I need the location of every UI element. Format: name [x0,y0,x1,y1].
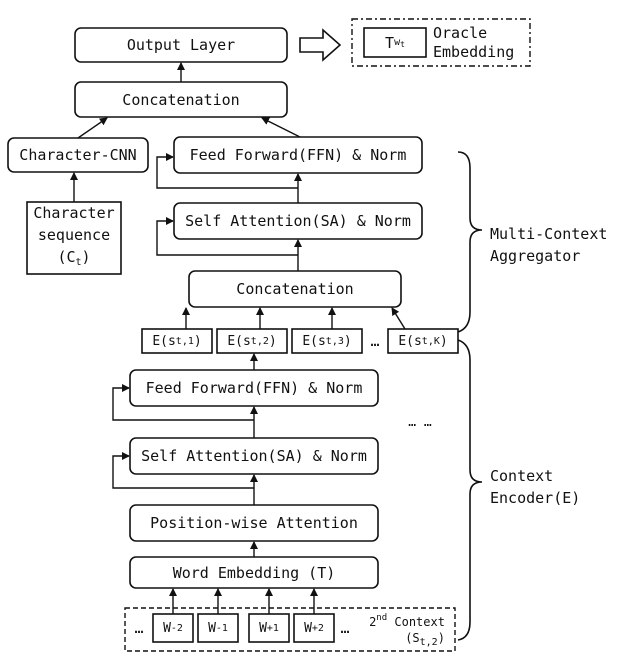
context-outputs-ellipsis: … [370,332,380,350]
multi-context-aggregator-label: Multi-Context Aggregator [490,225,608,265]
ffn-encoder-label: Feed Forward(FFN) & Norm [145,379,363,397]
char-seq-line1: Character [33,204,115,222]
context-output-box-k [387,328,459,354]
word-box-3 [248,613,290,643]
second-context-label: 2nd Context (St,2) [369,612,445,648]
word-box-2 [197,613,239,643]
context-encoder-label: Context Encoder(E) [490,467,581,507]
char-seq-line2: sequence [37,226,111,244]
arrow-ek-to-concat [391,307,406,330]
position-wise-attention-label: Position-wise Attention [150,514,358,532]
oracle-dashed-box [351,18,531,67]
context-output-box-2 [216,328,288,354]
concatenation-mid-label: Concatenation [236,280,354,298]
residual-arrow-encoder-ffn [112,384,254,421]
concatenation-top-label: Concatenation [122,90,240,109]
residual-arrow-top-sa [156,217,298,256]
aggregator-brace [457,151,483,333]
arrow-charcnn-to-concat [77,117,108,139]
character-sequence-label: Character sequence (Ct) [27,202,121,274]
ffn-top-label: Feed Forward(FFN) & Norm [189,146,407,164]
words-ellipsis-right: … [340,619,350,637]
encoder-ellipsis: … … [408,414,432,430]
word-label-4: W+2 [304,620,324,636]
character-cnn-label: Character-CNN [19,146,137,164]
words-ellipsis-left: … [134,619,144,637]
oracle-token-box [363,27,427,58]
second-context-dashed-box [124,607,456,652]
char-seq-line3: (Ct) [57,248,91,268]
output-layer-label: Output Layer [126,36,236,54]
oracle-embedding-label: Oracle Embedding [433,24,515,61]
context-output-box-1 [141,328,213,354]
arrow-ffn-to-concat [261,117,301,138]
character-sequence-box [26,201,122,275]
context-output-box-3 [291,328,363,354]
word-label-1: W-2 [163,620,183,636]
concatenation-mid-box [188,270,402,308]
residual-arrow-top-ffn [156,153,298,189]
word-label-2: W-1 [208,620,228,636]
word-embedding-label: Word Embedding (T) [172,563,336,582]
word-box-4 [293,613,335,643]
residual-arrow-encoder-sa [112,452,254,489]
sa-encoder-label: Self Attention(SA) & Norm [141,447,367,465]
encoder-brace [457,339,483,641]
word-label-3: W+1 [259,620,279,636]
hollow-arrow [299,28,342,62]
sa-top-label: Self Attention(SA) & Norm [185,212,411,230]
